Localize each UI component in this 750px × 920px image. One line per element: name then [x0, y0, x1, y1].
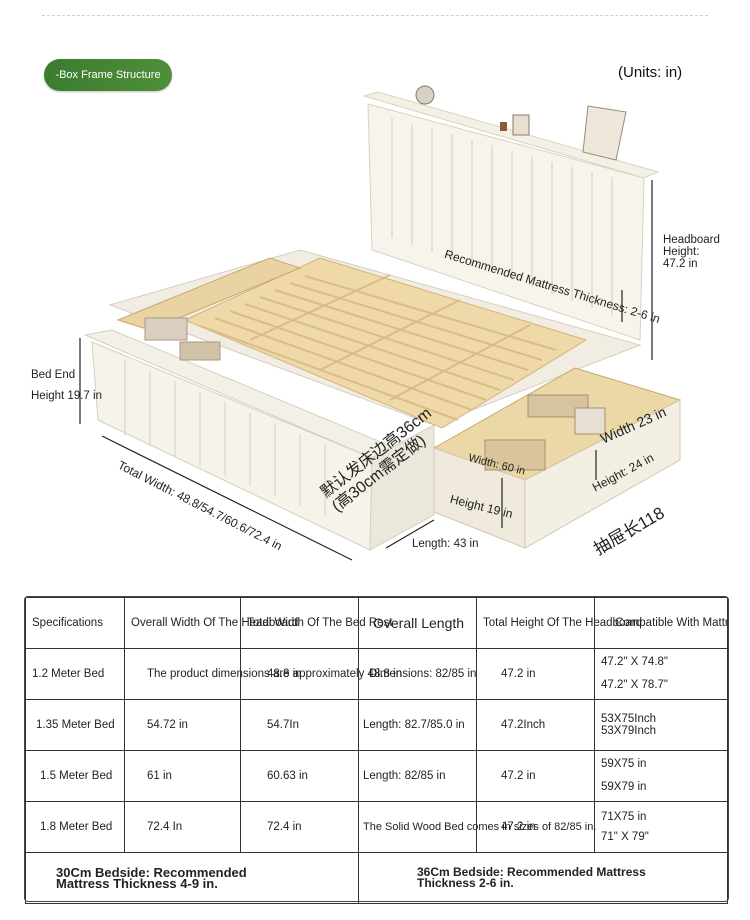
headboard-label-line1: Headboard [663, 234, 720, 246]
bed-slats [183, 257, 588, 429]
top-divider [42, 15, 708, 16]
row-total-width: 54.7In [240, 699, 359, 751]
headboard-decor [415, 85, 627, 161]
header-headboard-height: Total Height Of The Headboard [476, 597, 642, 649]
row-overall-width: 54.72 in [124, 699, 241, 751]
row-overall-width: 61 in [124, 750, 241, 802]
dimension-lines [79, 180, 653, 561]
row-length: Length: 82.7/85.0 in [358, 699, 477, 751]
row-spec: 1.8 Meter Bed [25, 801, 125, 853]
row-spec: 1.35 Meter Bed [25, 699, 125, 751]
table-row: 1.8 Meter Bed 72.4 In 72.4 in The Solid … [25, 801, 728, 853]
spec-table: Specifications Overall Width Of The Head… [25, 597, 728, 904]
bed-end-height-label: Bed End Height 19.7 in [31, 365, 102, 407]
header-specifications: Specifications [25, 597, 125, 649]
row-overall-width: The product dimensions are approximately… [124, 648, 402, 700]
headboard-height-label: Headboard Height: 47.2 in [663, 234, 720, 270]
header-headboard-width: Overall Width Of The Headboard [124, 597, 298, 649]
storage-drawer [432, 367, 682, 549]
units-label: (Units: in) [618, 64, 683, 81]
header-compatible-mattress: Compatible With Mattress [594, 597, 728, 649]
row-height: 47.2Inch [476, 699, 595, 751]
row-total-width: 48.8 in [240, 648, 359, 700]
header-bed-rest-width: Total Width Of The Bed Rest [240, 597, 393, 649]
bed-end-line1: Bed End [31, 369, 76, 381]
table-row: 1.35 Meter Bed 54.72 in 54.7In Length: 8… [25, 699, 728, 751]
headboard [362, 91, 660, 341]
row-total-width: 72.4 in [240, 801, 359, 853]
row-spec: 1.2 Meter Bed [25, 648, 125, 700]
row-length: Dimensions: 82/85 in [358, 648, 477, 700]
row-height: 47.2 in [476, 648, 595, 700]
row-height: 47.2 in [476, 801, 595, 853]
headboard-label-line2: Height: [663, 246, 700, 258]
table-row: 1.2 Meter Bed The product dimensions are… [25, 648, 728, 700]
row-length: Length: 82/85 in [358, 750, 477, 802]
bed-end-line2: Height 19.7 in [31, 390, 102, 402]
table-header-row: Specifications Overall Width Of The Head… [25, 597, 728, 649]
row-height: 47.2 in [476, 750, 595, 802]
drawer-length-label: Length: 43 in [412, 538, 479, 550]
left-storage [116, 257, 302, 361]
row-total-width: 60.63 in [240, 750, 359, 802]
row-spec: 1.5 Meter Bed [25, 750, 125, 802]
row-mattress: 47.2" X 74.8"47.2" X 78.7" [594, 648, 728, 700]
headboard-label-line3: 47.2 in [663, 258, 698, 270]
row-length: The Solid Wood Bed comes in sizes of 82/… [358, 801, 596, 853]
header-overall-length: Overall Length [358, 597, 477, 649]
box-frame-structure-badge: -Box Frame Structure [44, 59, 172, 91]
row-overall-width: 72.4 In [124, 801, 241, 853]
bed-illustration [79, 85, 682, 561]
table-row: 1.5 Meter Bed 61 in 60.63 in Length: 82/… [25, 750, 728, 802]
